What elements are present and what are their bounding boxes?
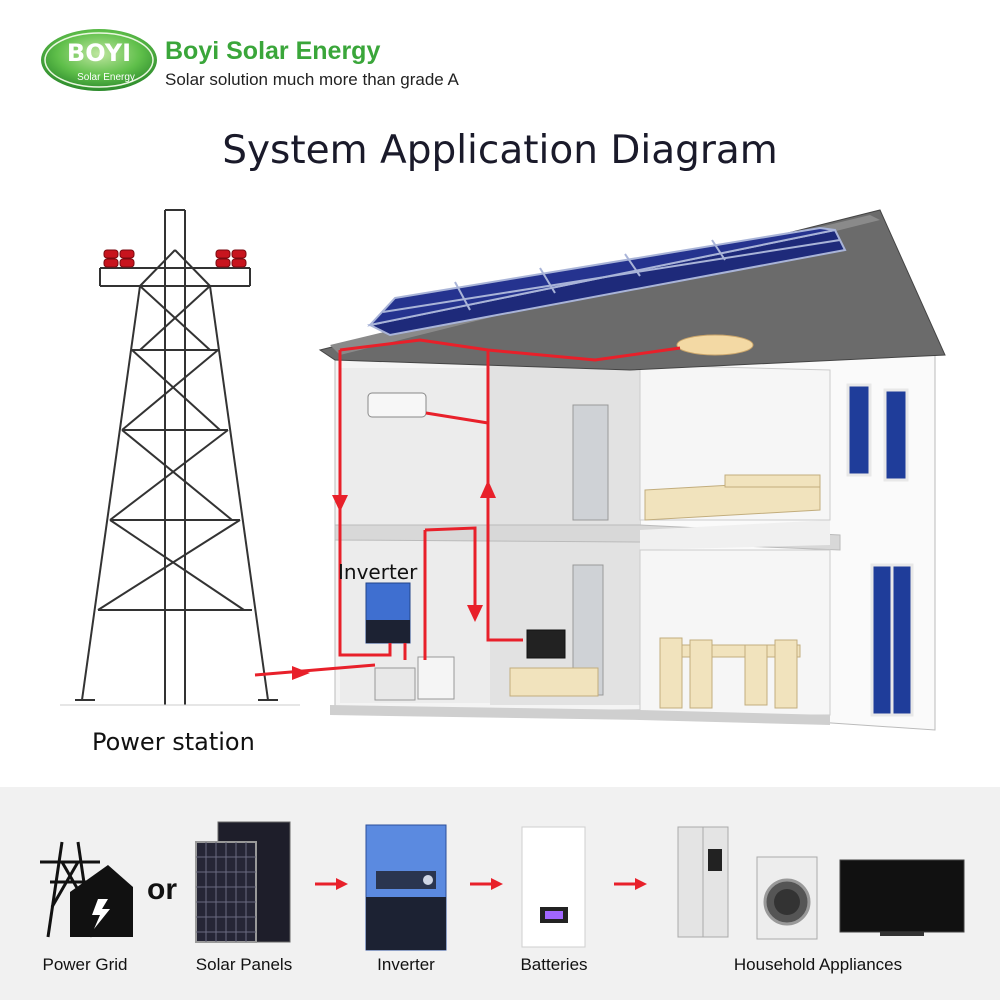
flow-label-household-appliances: Household Appliances	[733, 955, 903, 974]
flow-drawing	[40, 821, 965, 951]
solar-panels-icon	[195, 821, 291, 943]
bed-icon	[644, 474, 821, 521]
battery-icon	[521, 826, 586, 948]
flow-label-solar-panels: Solar Panels	[195, 955, 293, 974]
power-wire	[254, 338, 681, 677]
refrigerator-icon	[677, 826, 729, 938]
power-grid-icon	[40, 841, 133, 938]
scene-drawing	[60, 209, 946, 731]
logo-text: BOYI	[67, 39, 131, 67]
or-text: or	[147, 873, 177, 906]
power-station-label: Power station	[92, 728, 255, 756]
insulator-icon	[103, 249, 247, 268]
ceiling-lamp-icon	[676, 334, 754, 356]
door-icon	[572, 404, 609, 521]
flow-arrow-icon	[315, 878, 647, 890]
power-tower-icon	[75, 209, 278, 705]
dining-table-icon	[659, 637, 801, 709]
brand-name: Boyi Solar Energy	[165, 37, 381, 65]
system-scene: Inverter Power station	[0, 190, 1000, 785]
air-conditioner-icon	[367, 392, 427, 418]
tv-cabinet-icon	[509, 667, 599, 697]
arrow-icon	[292, 480, 496, 680]
battery-unit-icon	[374, 667, 416, 701]
battery-unit-icon	[417, 656, 455, 700]
tv-icon	[526, 629, 566, 659]
roof-solar-panel-icon	[366, 226, 847, 337]
inverter-icon	[365, 824, 447, 951]
television-icon	[839, 859, 965, 936]
flow-label-power-grid: Power Grid	[42, 955, 128, 974]
flow-label-inverter: Inverter	[377, 955, 435, 974]
header: BOYI Solar Energy Boyi Solar Energy Sola…	[0, 0, 1000, 110]
inverter-label: Inverter	[338, 560, 418, 584]
window-icon	[846, 383, 914, 717]
boyi-logo: BOYI Solar Energy	[41, 29, 157, 91]
washing-machine-icon	[756, 856, 818, 940]
inverter-unit-icon	[365, 582, 411, 644]
component-flow-band: or Power Grid Solar Panels Inverter Batt…	[0, 787, 1000, 1000]
flow-label-batteries: Batteries	[520, 955, 588, 974]
logo-subtext: Solar Energy	[77, 72, 135, 83]
page-title: System Application Diagram	[222, 128, 778, 173]
brand-tagline: Solar solution much more than grade A	[165, 70, 459, 89]
